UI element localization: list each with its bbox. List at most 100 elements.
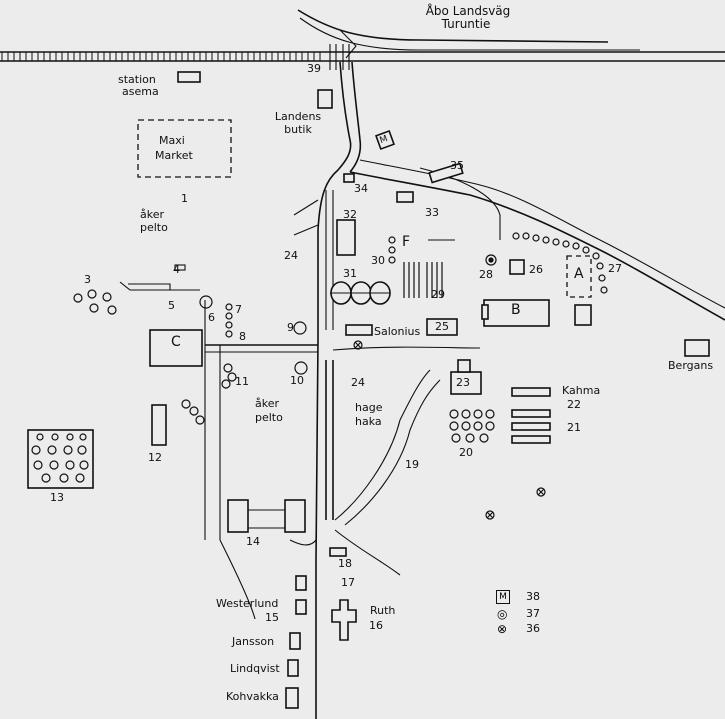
number-35: 35 (450, 159, 464, 172)
monument-square-icon: M (496, 590, 510, 604)
number-34: 34 (354, 182, 368, 195)
buildings (27, 71, 710, 709)
lindqvist-label: Lindqvist (230, 662, 280, 675)
number-15: 15 (265, 611, 279, 624)
number-33: 33 (425, 206, 439, 219)
field-1-label: åker (140, 208, 165, 221)
number-7: 7 (235, 303, 242, 316)
number-5: 5 (168, 299, 175, 312)
number-32: 32 (343, 208, 357, 221)
monument-33 (396, 191, 414, 203)
number-26: 26 (529, 263, 543, 276)
legend: M 38 ◎ 37 ⊗ 36 (496, 590, 576, 640)
well-circle-icon: ◎ (497, 607, 508, 621)
station-label: station (118, 73, 156, 86)
number-12: 12 (148, 451, 162, 464)
village-roads (204, 61, 725, 719)
cross-circle-icon: ⊗ (497, 622, 508, 636)
number-20: 20 (459, 446, 473, 459)
maxi-market-label: Maxi (159, 134, 185, 147)
number-24-south: 24 (351, 376, 365, 389)
salonius-label: Salonius (374, 325, 421, 338)
ruth-building (331, 599, 357, 641)
building-35 (428, 162, 464, 184)
kohvakka-building (285, 687, 299, 709)
main-road (297, 9, 640, 59)
building-b-letter: B (511, 302, 521, 318)
building-14-left (227, 499, 249, 533)
railway (0, 44, 725, 70)
number-6: 6 (208, 311, 215, 324)
jansson-label: Jansson (232, 635, 275, 648)
number-23: 23 (456, 376, 470, 389)
road-name-swedish: Åbo Landsväg (425, 4, 511, 18)
monument-m (375, 130, 395, 150)
number-27: 27 (608, 262, 622, 275)
number-18: 18 (338, 557, 352, 570)
field-2-label: åker (255, 397, 280, 410)
symbols (353, 254, 546, 520)
number-8: 8 (239, 330, 246, 343)
station-building (177, 71, 201, 83)
number-9: 9 (287, 321, 294, 334)
bergans-label: Bergans (668, 359, 714, 372)
legend-number-37: 37 (526, 607, 540, 620)
number-25: 25 (435, 320, 449, 333)
maxi-market-label-2: Market (155, 149, 193, 162)
landens-butik-label: Landens (274, 110, 322, 123)
number-28: 28 (479, 268, 493, 281)
haka-label: haka (355, 415, 382, 428)
legend-number-38: 38 (526, 590, 540, 603)
building-c-letter: C (171, 334, 181, 350)
landens-butik-label-2: butik (284, 123, 312, 136)
lindqvist-building (287, 659, 299, 677)
number-1: 1 (181, 192, 188, 205)
building-c (149, 329, 203, 367)
number-4: 4 (173, 263, 180, 276)
road-name-finnish: Turuntie (441, 17, 491, 31)
number-24-north: 24 (284, 249, 298, 262)
field-2-label-fi: pelto (255, 411, 283, 424)
kahma-building (511, 387, 551, 397)
number-39: 39 (307, 62, 321, 75)
building-b (483, 299, 550, 327)
number-3: 3 (84, 273, 91, 286)
kahma-label: Kahma (562, 384, 601, 397)
bergans-building (684, 339, 710, 357)
westerlund-label: Westerlund (216, 597, 279, 610)
salonius-building (345, 324, 373, 336)
building-a-outline (566, 255, 592, 298)
building-32 (336, 219, 356, 256)
legend-number-36: 36 (526, 622, 540, 635)
number-11: 11 (235, 375, 249, 388)
building-f-letter: F (402, 234, 411, 250)
building-25 (426, 318, 458, 336)
building-12 (151, 404, 167, 446)
number-30: 30 (371, 254, 385, 267)
kohvakka-label: Kohvakka (226, 690, 279, 703)
building-14-right (284, 499, 306, 533)
number-10: 10 (290, 374, 304, 387)
number-21: 21 (567, 421, 581, 434)
number-22: 22 (567, 398, 581, 411)
westerlund-building (295, 599, 307, 615)
jansson-building (289, 632, 301, 650)
number-19: 19 (405, 458, 419, 471)
landens-butik-building (317, 89, 333, 109)
number-29: 29 (431, 288, 445, 301)
station-label-fi: asema (122, 85, 159, 98)
hage-label: hage (355, 401, 383, 414)
number-16: 16 (369, 619, 383, 632)
building-18 (329, 547, 347, 557)
ruth-label: Ruth (370, 604, 396, 617)
number-14: 14 (246, 535, 260, 548)
number-31: 31 (343, 267, 357, 280)
building-a-letter: A (574, 266, 584, 282)
field-1-label-fi: pelto (140, 221, 168, 234)
number-17: 17 (341, 576, 355, 589)
trees (31, 232, 608, 483)
maxi-market-outline (137, 119, 232, 178)
number-13: 13 (50, 491, 64, 504)
